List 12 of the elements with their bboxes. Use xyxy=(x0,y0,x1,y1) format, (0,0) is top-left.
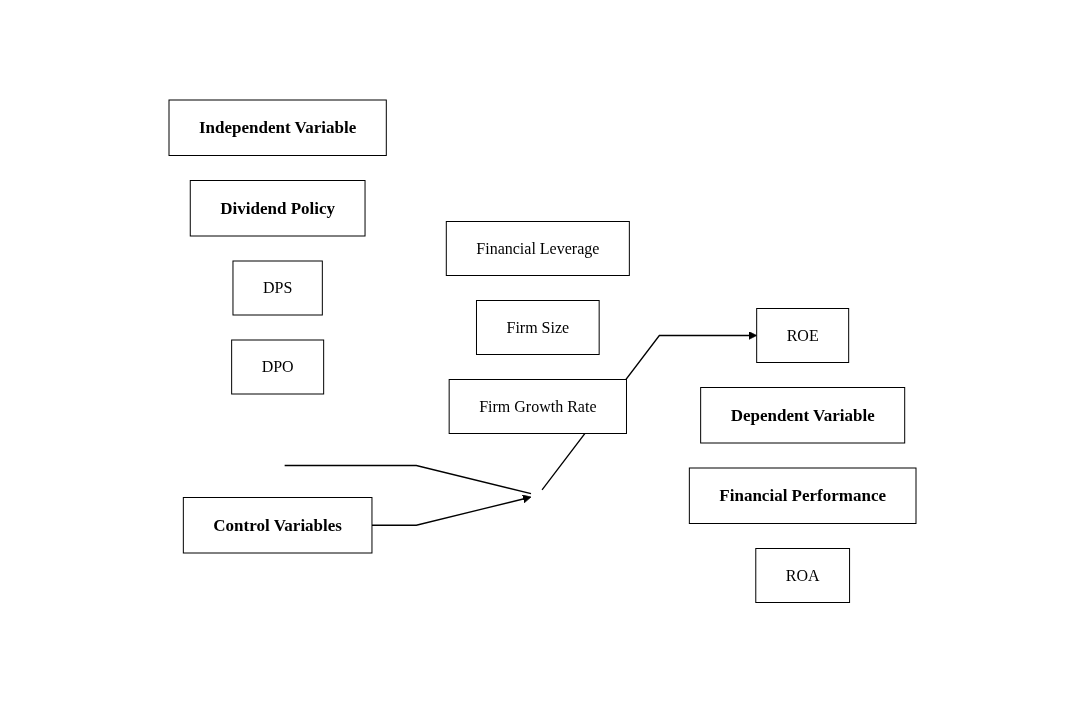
box-label: Financial Leverage xyxy=(476,238,600,260)
box-label: Financial Performance xyxy=(719,484,886,507)
box-label: DPS xyxy=(262,277,293,298)
box-label: Control Variables xyxy=(213,514,342,537)
box-label: Firm Growth Rate xyxy=(479,396,597,417)
box-label: ROE xyxy=(786,325,819,346)
box-label: Independent Variable xyxy=(199,116,357,139)
box-label: Dividend Policy xyxy=(220,197,336,220)
box-label: ROA xyxy=(785,565,820,586)
box-label: Firm Size xyxy=(506,317,570,338)
box-label: Dependent Variable xyxy=(730,404,875,427)
box-label: DPO xyxy=(261,356,294,377)
